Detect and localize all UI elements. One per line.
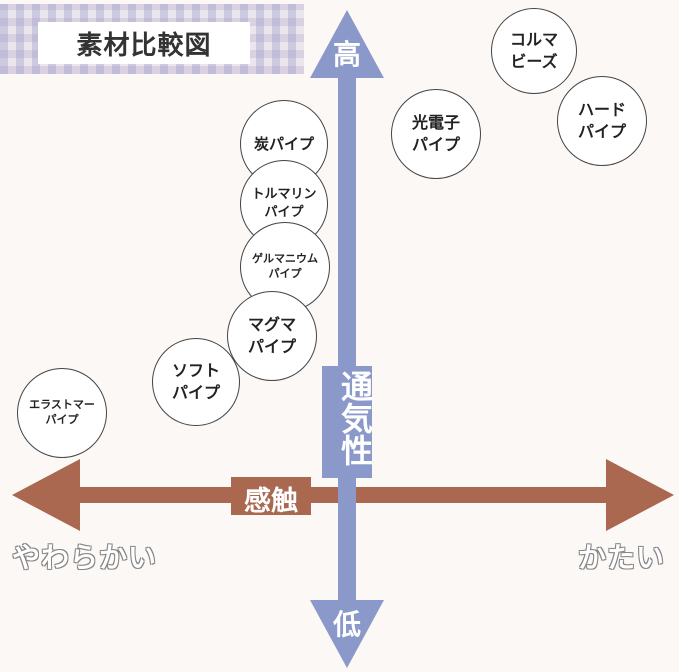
material-label: ゲルマニウム パイプ [252, 252, 318, 280]
breathability-label-background [322, 366, 372, 478]
axis-high-label: 高 [332, 38, 361, 71]
material-bubble-elastomer-pipe: エラストマー パイプ [17, 368, 107, 458]
material-label: コルマ ビーズ [509, 30, 558, 71]
page-title: 素材比較図 [38, 22, 250, 64]
material-label: マグマ パイプ [247, 315, 296, 356]
vertical-axis-arrow [310, 10, 384, 668]
material-label: ハード パイプ [577, 100, 626, 141]
material-label: エラストマー パイプ [29, 398, 95, 426]
hard-end-label: かたい [578, 541, 666, 574]
material-label: ソフト パイプ [171, 361, 220, 402]
material-label: 炭パイプ [253, 134, 314, 153]
material-bubble-corma-beads: コルマ ビーズ [491, 8, 577, 94]
axis-low-label: 低 [332, 608, 361, 641]
material-bubble-magma-pipe: マグマ パイプ [227, 291, 317, 381]
material-bubble-soft-pipe: ソフト パイプ [152, 338, 240, 426]
material-bubble-photoelectron-pipe: 光電子 パイプ [391, 89, 481, 179]
material-label: 光電子 パイプ [411, 113, 460, 154]
feel-label-background [231, 477, 311, 515]
breathability-label: 通気性 [336, 370, 374, 466]
material-bubble-hard-pipe: ハード パイプ [557, 76, 647, 166]
feel-label: 感触 [244, 486, 298, 517]
soft-end-label: やわらかい [12, 541, 158, 574]
material-label: トルマリン パイプ [251, 187, 317, 220]
